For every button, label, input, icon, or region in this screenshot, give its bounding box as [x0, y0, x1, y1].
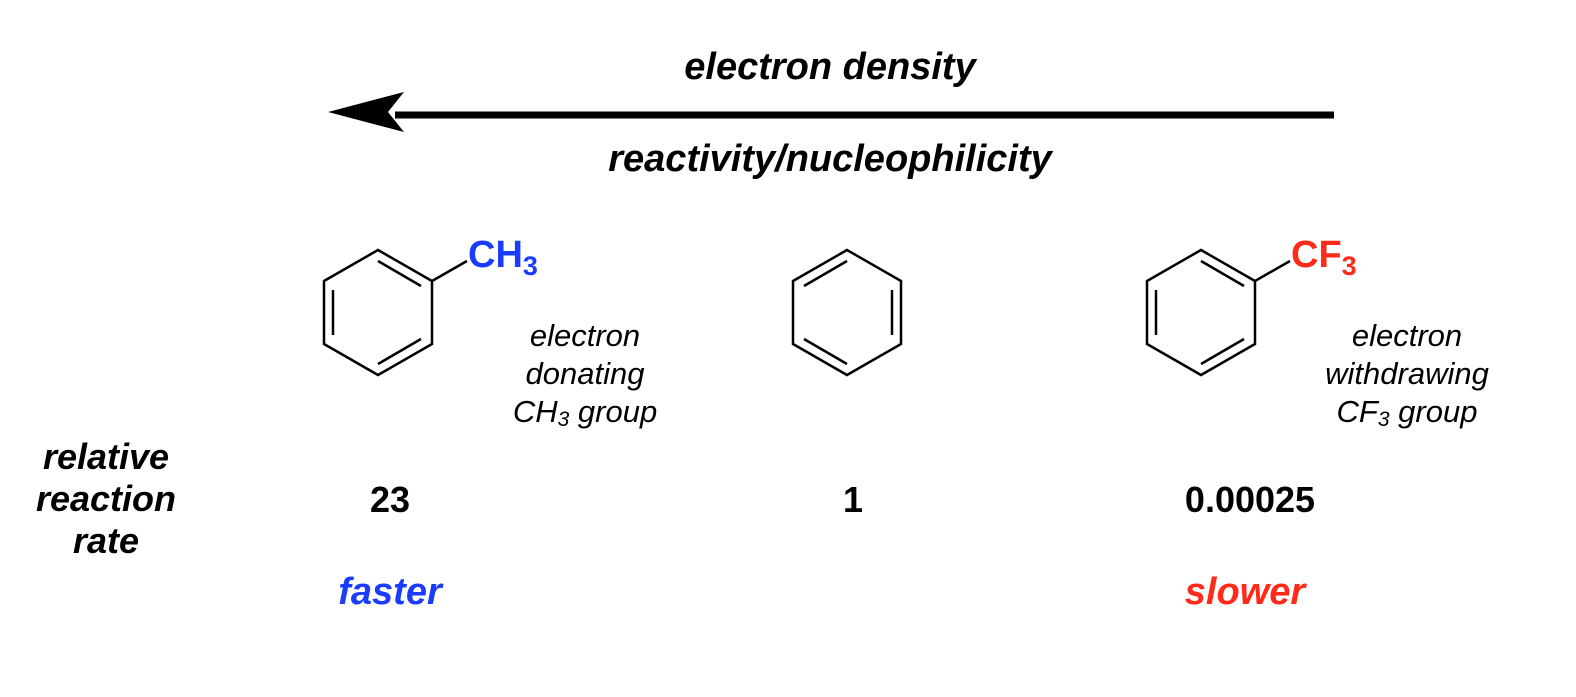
rate-trifluorotoluene: 0.00025 [1184, 479, 1316, 520]
left-arrow [328, 92, 1334, 132]
withdrawing-note-line2: withdrawing [1325, 356, 1489, 391]
withdrawing-note: electron withdrawing CF3 group [1302, 317, 1512, 431]
donating-note-line2: donating [525, 356, 645, 391]
trifluoromethyl-group-subscript: 3 [1341, 251, 1357, 281]
methyl-bond [431, 259, 468, 283]
donating-note: electron donating CH3 group [485, 317, 685, 431]
arrow-top-label: electron density [684, 46, 976, 88]
row-label-line2: reaction [35, 478, 177, 519]
trifluoromethyl-bond [1254, 259, 1291, 283]
withdrawing-note-line3: CF3 group [1336, 394, 1478, 431]
trifluoromethyl-group-base: CF [1291, 234, 1342, 276]
arrowhead-icon [328, 92, 404, 132]
rate-benzene: 1 [842, 479, 864, 520]
donating-note-line1: electron [529, 318, 641, 353]
relative-reaction-rate-label: relative reaction rate [0, 436, 216, 562]
methyl-group-base: CH [468, 234, 523, 276]
trifluorotoluene-structure [1145, 248, 1291, 377]
withdrawing-note-line1: electron [1351, 318, 1463, 353]
benzene-ring-toluene [322, 248, 434, 377]
benzene-ring-cf3 [1145, 248, 1257, 377]
rate-toluene: 23 [369, 479, 411, 520]
donating-note-line3: CH3 group [512, 394, 658, 431]
benzene-ring [791, 248, 903, 377]
benzene-structure [791, 248, 903, 377]
toluene-structure [322, 248, 468, 377]
faster-label: faster [338, 571, 442, 613]
arrow-bottom-label: reactivity/nucleophilicity [608, 138, 1052, 180]
row-label-line1: relative [42, 436, 170, 477]
trifluoromethyl-group-label: CF3 [1291, 234, 1357, 280]
methyl-group-label: CH3 [468, 234, 538, 280]
methyl-group-subscript: 3 [522, 251, 538, 281]
slower-label: slower [1184, 571, 1306, 613]
row-label-line3: rate [72, 520, 140, 561]
